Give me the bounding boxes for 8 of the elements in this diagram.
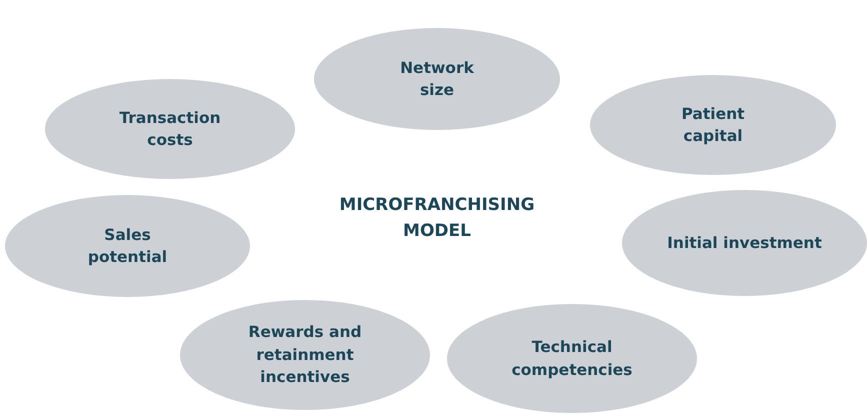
node-label: Transaction costs (118, 108, 222, 151)
node-label: Patient capital (680, 104, 746, 147)
node-label: Rewards and retainment incentives (247, 322, 363, 388)
node-label: Sales potential (86, 224, 168, 268)
node-label: Initial investment (667, 232, 822, 254)
center-heading: MICROFRANCHISING MODEL (338, 194, 536, 242)
node-label: Network size (399, 58, 475, 101)
node-label: Technical competencies (510, 337, 634, 380)
